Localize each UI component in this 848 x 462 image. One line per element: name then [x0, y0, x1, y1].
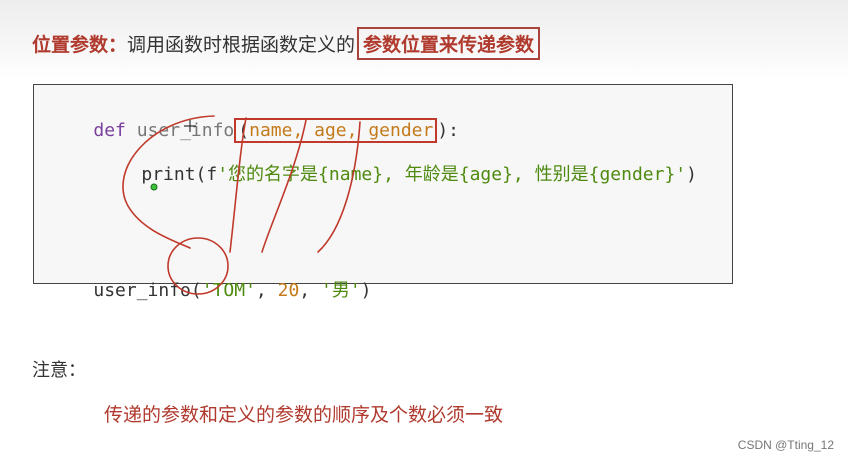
cursor-dot-icon — [150, 183, 158, 191]
watermark: CSDN @Tting_12 — [737, 438, 834, 452]
parameter-box: (name, age, gender — [234, 118, 438, 143]
heading-highlight: 参数位置来传递参数 — [357, 26, 541, 60]
parameter-list: name, age, gender — [249, 120, 434, 141]
code-block: def user_info(name, age, gender): print(… — [33, 84, 733, 301]
argument-name: 'TOM' — [201, 280, 256, 301]
print-call: print(f — [141, 164, 218, 185]
code-line-def: def user_info(name, age, gender): — [93, 118, 460, 143]
header-band — [0, 0, 848, 78]
note-text: 传递的参数和定义的参数的顺序及个数必须一致 — [104, 404, 504, 426]
call-function-name: user_info( — [93, 280, 202, 301]
annotation-line-name — [229, 117, 247, 253]
argument-age: 20 — [277, 280, 300, 301]
annotation-line-gender — [317, 121, 361, 253]
code-line-print: print(f'您的名字是{name}, 年龄是{age}, 性别是{gende… — [141, 164, 697, 185]
code-line-call: user_info('TOM', 20, '男') — [93, 280, 372, 301]
annotation-circle-tom — [167, 237, 229, 295]
fstring-literal: '您的名字是{name}, 年龄是{age}, 性别是{gender}' — [217, 164, 687, 185]
argument-gender: '男' — [320, 280, 361, 301]
annotation-arc-1 — [122, 115, 215, 249]
def-keyword: def — [93, 120, 126, 141]
heading-term: 位置参数： — [32, 33, 128, 56]
function-name: user_info — [136, 120, 235, 141]
heading-description: 调用函数时根据函数定义的 — [127, 33, 356, 56]
annotation-line-age — [261, 119, 307, 253]
cursor-plus-icon — [184, 120, 196, 132]
section-heading: 位置参数： 调用函数时根据函数定义的 参数位置来传递参数 — [32, 26, 541, 60]
note-label: 注意： — [32, 360, 86, 381]
